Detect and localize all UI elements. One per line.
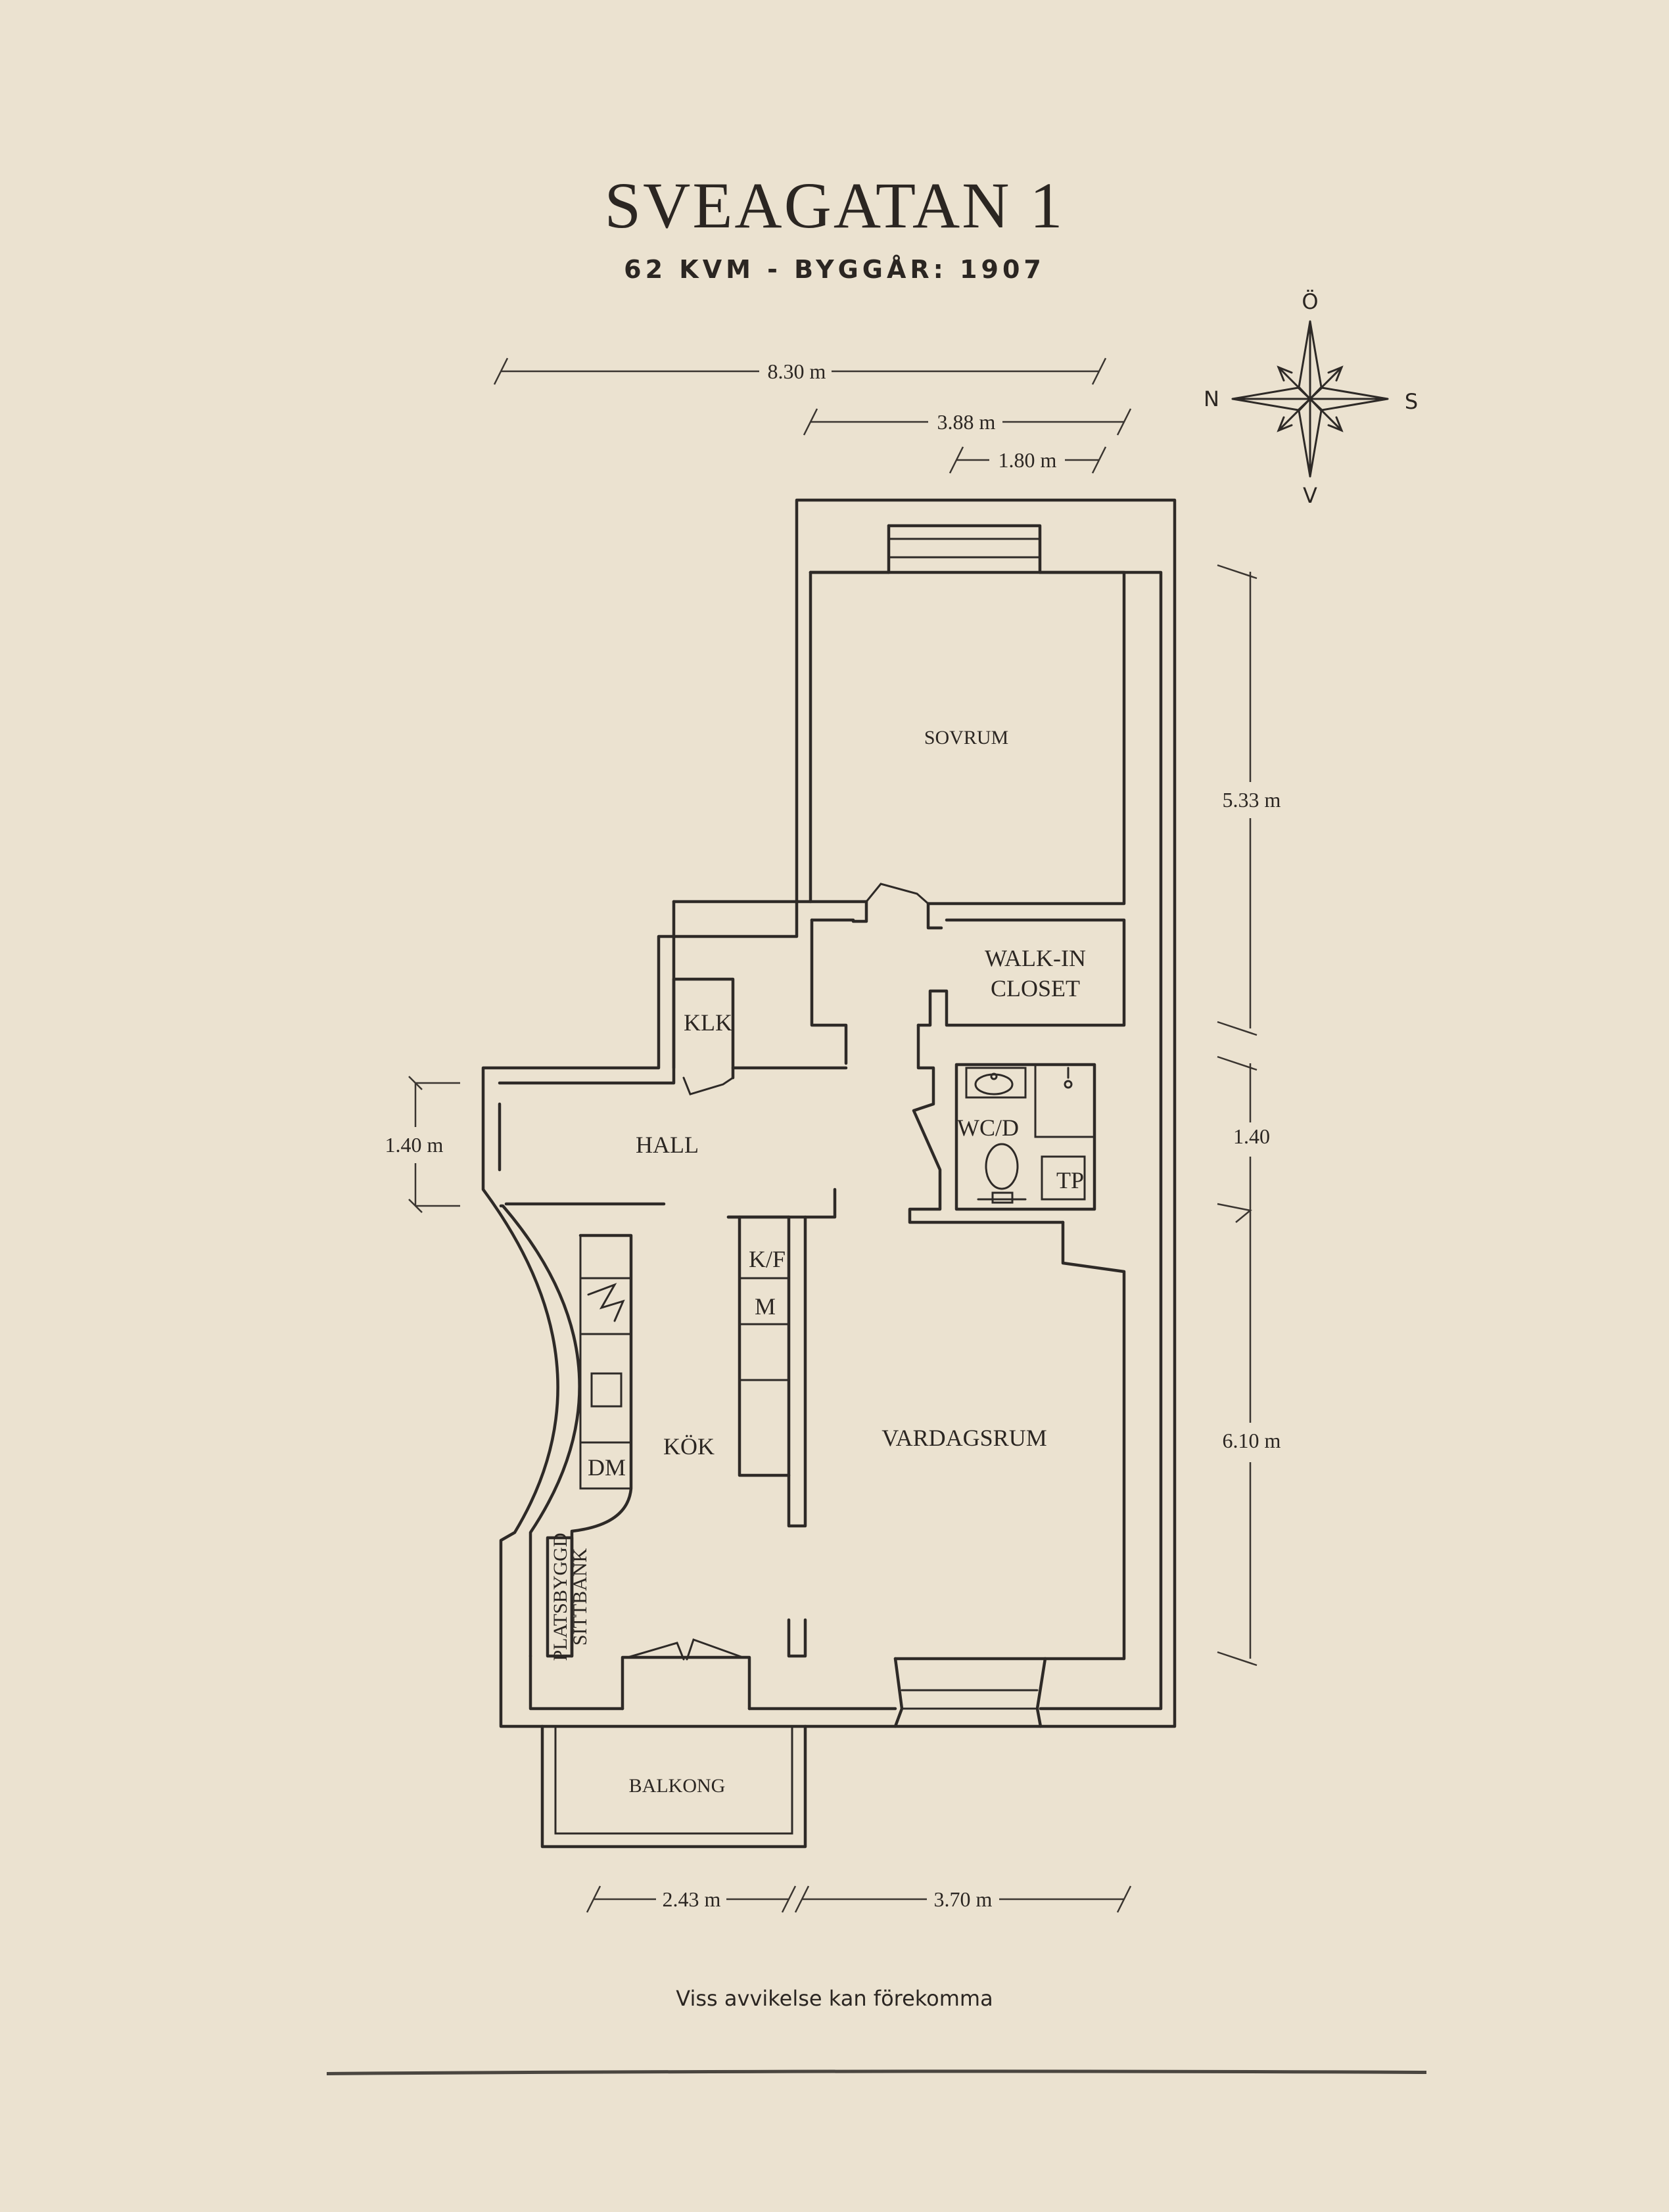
window-bottom: [893, 1657, 1047, 1728]
room-wcd: [908, 1023, 1096, 1224]
window-top: [887, 524, 1042, 574]
label-sovrum: SOVRUM: [924, 727, 1008, 749]
dim-window-width: 1.80 m: [999, 448, 1057, 472]
compass-label-top: Ö: [1302, 289, 1318, 314]
dim-hall-depth: 1.40 m: [385, 1133, 444, 1157]
kitchen-counters: [570, 1215, 791, 1658]
label-walkin-1: WALK-IN: [985, 945, 1086, 971]
dim-balkong-width: 2.43 m: [663, 1887, 721, 1911]
label-sitbank-1: PLATSBYGGD: [550, 1532, 571, 1661]
bottom-divider: [327, 2069, 1426, 2075]
room-walkin: [810, 918, 1126, 1065]
label-kok: KÖK: [663, 1433, 715, 1460]
compass-label-left: N: [1204, 386, 1219, 411]
dim-mid-depth: 1.40: [1233, 1124, 1270, 1148]
dim-right-width: 3.88 m: [937, 410, 996, 434]
balcony: [540, 1638, 807, 1849]
room-sovrum: [809, 570, 1126, 930]
hall-kitchen-walls: [504, 1187, 1126, 1661]
dim-sovrum-depth: 5.33 m: [1223, 788, 1281, 812]
compass-label-right: S: [1405, 389, 1418, 414]
label-tp: TP: [1056, 1167, 1084, 1193]
label-walkin-2: CLOSET: [991, 975, 1080, 1002]
label-m: M: [755, 1293, 776, 1320]
label-wcd: WC/D: [957, 1115, 1019, 1141]
page-subtitle: 62 KVM - BYGGÅR: 1907: [624, 255, 1045, 284]
label-vardagsrum: VARDAGSRUM: [882, 1425, 1046, 1451]
page-title: SVEAGATAN 1: [604, 169, 1065, 242]
dim-vardagsrum-width: 3.70 m: [934, 1887, 993, 1911]
label-klk: KLK: [684, 1009, 732, 1036]
dim-vardagsrum-depth: 6.10 m: [1223, 1429, 1281, 1452]
label-hall: HALL: [636, 1132, 699, 1158]
label-sitbank-2: SITTBANK: [569, 1548, 591, 1646]
compass-rose-icon: [1231, 320, 1389, 478]
outer-walls: [481, 498, 1177, 1728]
compass-label-bottom: V: [1303, 483, 1317, 508]
label-dm: DM: [588, 1454, 626, 1481]
dimension-lines: [408, 357, 1258, 1913]
built-in-bench: [546, 1536, 574, 1658]
dim-total-width: 8.30 m: [768, 359, 826, 383]
footer-note: Viss avvikelse kan förekomma: [676, 1986, 993, 2011]
label-kf: K/F: [749, 1246, 786, 1272]
label-balkong: BALKONG: [629, 1775, 726, 1797]
room-klk: [672, 977, 848, 1095]
